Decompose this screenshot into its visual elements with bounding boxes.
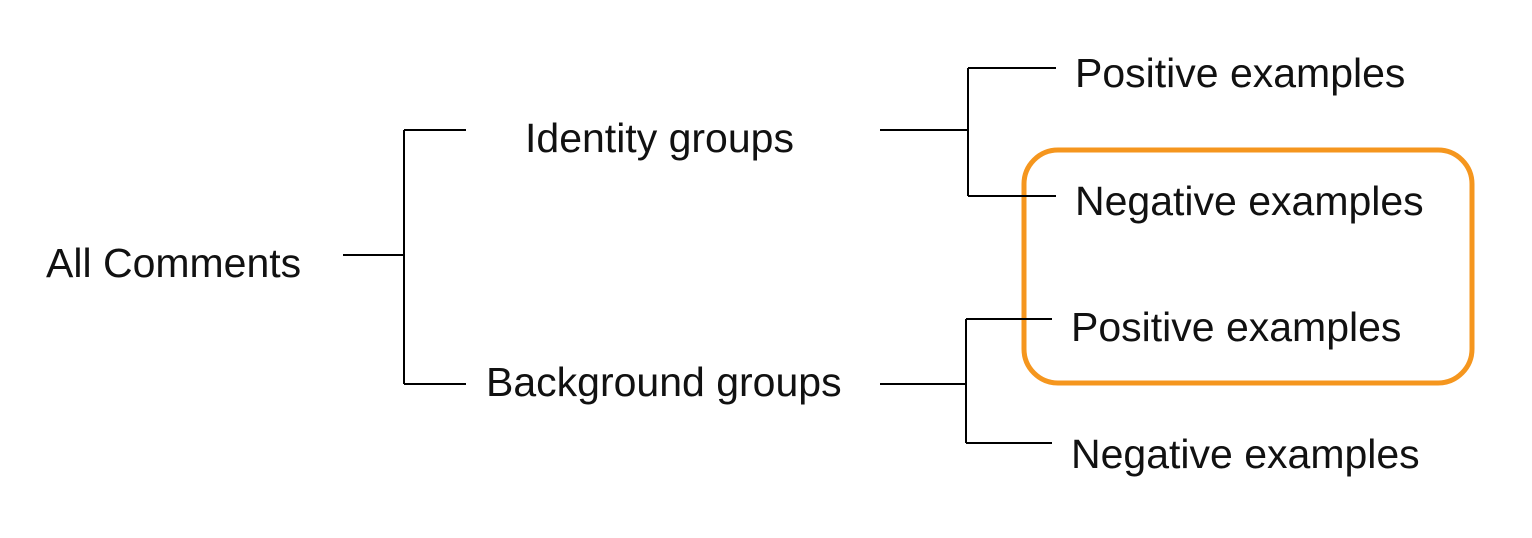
group-label-background: Background groups [486,359,842,405]
group-label-identity: Identity groups [525,115,794,161]
identity-groups-connector [880,67,1056,197]
root-label: All Comments [46,240,301,286]
leaf-label-background-negative: Negative examples [1071,431,1420,477]
leaf-label-background-positive: Positive examples [1071,304,1401,350]
root-connector [343,129,466,385]
leaf-label-identity-positive: Positive examples [1075,50,1405,96]
background-groups-connector [880,318,1052,444]
leaf-label-identity-negative: Negative examples [1075,178,1424,224]
highlight-box [1021,147,1475,386]
